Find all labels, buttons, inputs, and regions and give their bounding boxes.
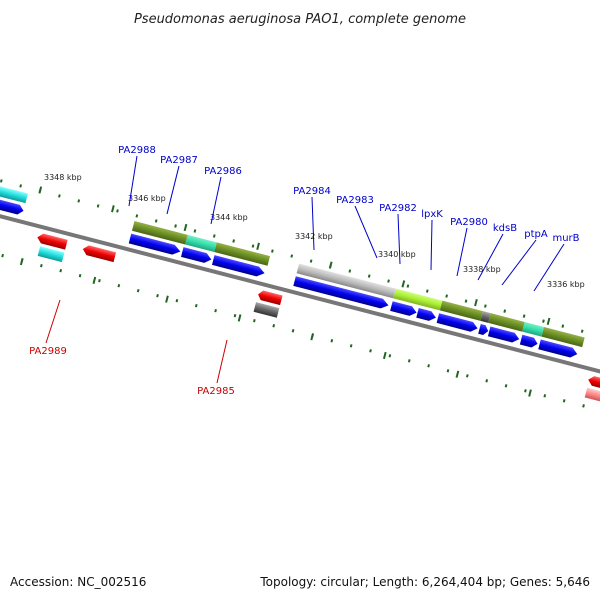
reverse-gene-labels: PA2989 PA2985: [29, 346, 235, 397]
gene-label[interactable]: PA2987: [160, 155, 198, 166]
scale-label: 3346 kbp: [128, 194, 166, 203]
forward-gene-labels: PA2988 PA2987 PA2986 PA2984 PA2983 PA298…: [118, 145, 580, 244]
cog-bar-cyan: [37, 246, 65, 263]
forward-genes: [0, 198, 578, 359]
gene-label[interactable]: PA2986: [204, 166, 242, 177]
inner-major-tick-row: [19, 257, 532, 397]
gene-label[interactable]: PA2980: [450, 217, 488, 228]
gene-arrow-forward[interactable]: [293, 276, 389, 310]
cog-bar-pink: [584, 387, 600, 410]
major-tick-row: [38, 186, 551, 326]
gene-arrow-forward[interactable]: [519, 334, 539, 349]
cog-bar-olive: [541, 326, 585, 348]
gene-label[interactable]: PA2982: [379, 203, 417, 214]
genome-track: [0, 179, 600, 410]
cog-bar-cyan: [0, 185, 29, 204]
gene-label[interactable]: PA2985: [197, 386, 235, 397]
reverse-callouts: [45, 299, 228, 384]
gene-arrow-forward[interactable]: [181, 247, 213, 264]
gene-label[interactable]: murB: [552, 233, 579, 244]
gene-label[interactable]: PA2989: [29, 346, 67, 357]
scale-label: 3336 kbp: [547, 280, 585, 289]
cog-bar-gray: [296, 263, 396, 299]
reverse-genes: [36, 232, 600, 398]
gene-label[interactable]: PA2983: [336, 195, 374, 206]
topology-text: Topology: circular; Length: 6,264,404 bp…: [259, 575, 590, 589]
cog-bar-teal: [185, 234, 217, 253]
gene-label[interactable]: ptpA: [524, 229, 548, 240]
cog-bar-teal: [522, 321, 545, 337]
gene-arrow-forward[interactable]: [128, 233, 182, 257]
gene-label[interactable]: lpxK: [421, 209, 443, 220]
cog-bar-dark: [480, 311, 491, 323]
gene-label[interactable]: kdsB: [493, 223, 517, 234]
genome-title: Pseudomonas aeruginosa PAO1, complete ge…: [134, 12, 466, 27]
outer-tick-row: [0, 179, 584, 333]
gene-arrow-forward[interactable]: [211, 255, 266, 278]
forward-callouts: [128, 155, 565, 292]
gene-arrow-reverse[interactable]: [257, 289, 283, 306]
gene-arrow-forward[interactable]: [0, 198, 25, 216]
scale-label: 3338 kbp: [463, 265, 501, 274]
inner-tick-row: [1, 253, 585, 408]
scale-label: 3340 kbp: [378, 250, 416, 259]
gene-arrow-reverse[interactable]: [82, 244, 117, 263]
gene-arrow-forward[interactable]: [436, 313, 479, 333]
gene-arrow-forward[interactable]: [487, 326, 521, 344]
gene-label[interactable]: PA2988: [118, 145, 156, 156]
scale-label: 3344 kbp: [210, 213, 248, 222]
cog-bar-olive: [439, 300, 484, 321]
scale-label: 3348 kbp: [44, 173, 82, 182]
gene-arrow-forward[interactable]: [390, 301, 418, 317]
gene-arrow-forward[interactable]: [416, 307, 437, 322]
cog-bar-olive: [131, 221, 188, 245]
cog-bar-dark: [253, 302, 280, 318]
gene-arrow-forward[interactable]: [478, 324, 489, 336]
cog-bar-olive: [214, 242, 271, 266]
accession-text: Accession: NC_002516: [10, 575, 146, 589]
cog-bar-lime: [393, 288, 443, 311]
gene-label[interactable]: PA2984: [293, 186, 331, 197]
genome-backbone: [0, 202, 600, 397]
cog-bar-olive: [488, 313, 525, 332]
gene-arrow-reverse[interactable]: [36, 232, 68, 250]
gene-arrow-forward[interactable]: [538, 339, 578, 359]
